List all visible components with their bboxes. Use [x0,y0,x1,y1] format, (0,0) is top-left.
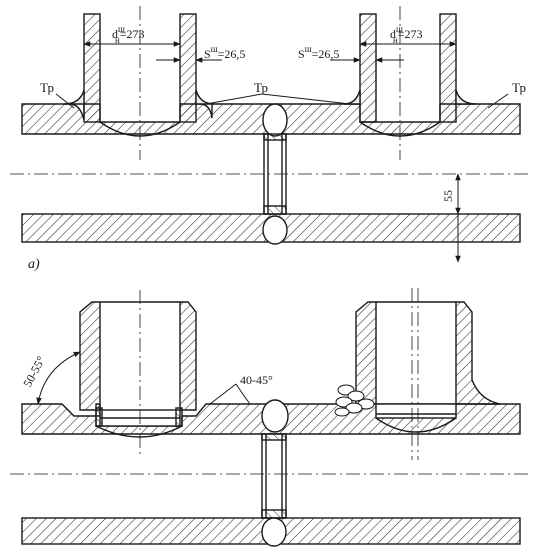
fig-a-right-branch-wall-left [359,13,377,123]
fig-a-weld-fillet [455,89,477,105]
fig-a-weld-fillet [195,89,215,105]
fig-a-tr-center: Тр [254,80,268,95]
fig-b-right-nozzle-wall-right [455,301,501,405]
fig-b-angle-left-arc [36,351,81,405]
fig-a-panel-label: а) [28,257,40,272]
figure-a [10,6,530,263]
fig-a-weld-fillet [343,89,361,105]
fig-b-right-nozzle-wall-left [355,301,377,405]
fig-a-tr-right: Тр [512,80,526,95]
fig-b-angle-center: 40-45° [240,373,273,387]
fig-a-right-branch-wall-right [439,13,457,123]
figure-b-labels: 50-55° 40-45° [20,354,273,390]
fig-b-left-nozzle-wall-left [79,301,101,411]
fig-a-tr-left: Тр [40,80,54,95]
fig-a-s-left: Sш=26,5 [204,44,245,61]
fig-b-left-nozzle-wall-right [179,301,197,411]
fig-b-butt-weld [261,399,289,433]
fig-b-cutout-arc [375,417,457,433]
fig-b-cutout-arc [95,425,183,438]
fig-a-dim-55: 55 [441,190,455,202]
fig-b-butt-weld [261,517,287,547]
fig-a-butt-weld [262,215,288,245]
figure-b [10,288,530,547]
fig-a-butt-weld [262,103,288,137]
fig-a-left-branch-wall-left [83,13,101,123]
fig-a-left-branch-wall-right [179,13,197,123]
fig-a-s-right: Sш=26,5 [298,44,339,61]
fig-b-weld-beads [334,384,375,417]
fig-b-angle-center-arc [235,383,251,405]
fig-a-weld-fillet [63,89,85,105]
